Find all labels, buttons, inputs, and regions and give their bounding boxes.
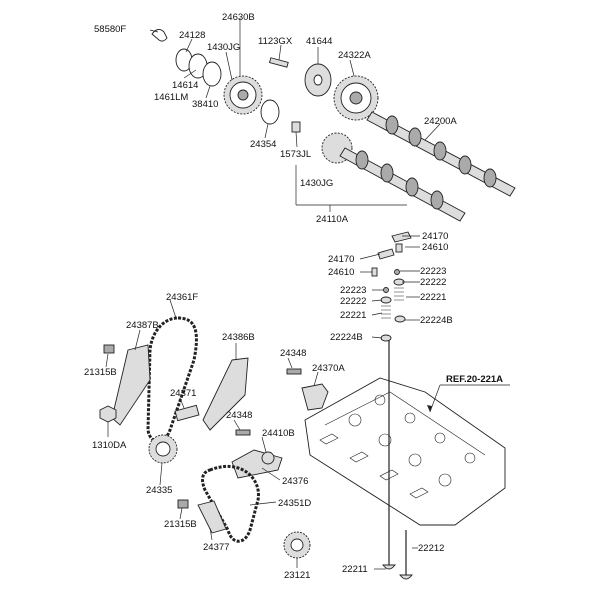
label-38410: 38410 <box>192 99 218 110</box>
label-22223: 22223 <box>420 266 446 277</box>
camshaft-24200a <box>366 111 516 197</box>
label-22221: 22221 <box>340 310 366 321</box>
camshaft-24110a <box>321 132 466 222</box>
label-22223: 22223 <box>340 285 366 296</box>
label-22221: 22221 <box>420 292 446 303</box>
guide-24377 <box>197 500 227 534</box>
sprocket-23121 <box>283 531 311 559</box>
sprocket-24335 <box>148 434 178 464</box>
label-24170: 24170 <box>328 254 354 265</box>
part-24410b <box>261 451 275 465</box>
label-22212: 22212 <box>418 543 444 554</box>
label-24371: 24371 <box>170 388 196 399</box>
label-22224b: 22224B <box>420 315 453 326</box>
label-24361f: 24361F <box>166 292 198 303</box>
plate-41644 <box>304 63 332 97</box>
cylinder-head <box>304 377 506 526</box>
label-24610: 24610 <box>328 267 354 278</box>
label-24610: 24610 <box>422 242 448 253</box>
bolt-21315b <box>177 499 189 509</box>
label-24200a: 24200A <box>424 116 457 127</box>
bolt-24348 <box>235 429 251 436</box>
label-24348: 24348 <box>226 410 252 421</box>
guide-24387b <box>111 344 151 426</box>
guide-24386b <box>202 357 249 431</box>
label-1310da: 1310DA <box>92 440 127 451</box>
sprocket-24322a <box>333 75 379 121</box>
label-21315b: 21315B <box>84 367 117 378</box>
clip-58580f <box>151 29 168 42</box>
label-21315b: 21315B <box>164 519 197 530</box>
bolt-24348 <box>286 368 302 375</box>
label-23121: 23121 <box>284 570 310 581</box>
label-1123gx: 1123GX <box>258 36 293 47</box>
label-24377: 24377 <box>203 542 229 553</box>
label-1461lm: 1461LM <box>154 92 188 103</box>
label-24370a: 24370A <box>312 363 345 374</box>
tensioner-24371 <box>174 404 200 422</box>
label-1430jg: 1430JG <box>207 42 240 53</box>
label-24110a: 24110A <box>316 214 349 225</box>
chain-24351d <box>201 464 260 543</box>
label-24170: 24170 <box>422 231 448 242</box>
label-24387b: 24387B <box>126 320 159 331</box>
label-24128: 24128 <box>179 30 205 41</box>
valves-22211-22212 <box>382 340 413 580</box>
nut-1310da <box>99 405 117 423</box>
label-14614: 14614 <box>172 80 198 91</box>
label-reference: REF.20-221A <box>446 374 503 385</box>
label-22222: 22222 <box>420 277 446 288</box>
chain-24361f <box>146 316 198 443</box>
label-22224b: 22224B <box>330 332 363 343</box>
label-1573jl: 1573JL <box>280 149 311 160</box>
label-24335: 24335 <box>146 485 172 496</box>
pin-1573jl <box>291 121 301 133</box>
label-24386b: 24386B <box>222 332 255 343</box>
label-24376: 24376 <box>282 476 308 487</box>
label-24322a: 24322A <box>338 50 371 61</box>
label-24630b: 24630B <box>222 12 255 23</box>
label-58580f: 58580F <box>94 24 126 35</box>
label-22211: 22211 <box>342 564 368 575</box>
label-24348: 24348 <box>280 348 306 359</box>
label-22222: 22222 <box>340 296 366 307</box>
label-24351d: 24351D <box>278 498 311 509</box>
tensioner-24370a <box>301 383 329 411</box>
ring-24354 <box>260 99 280 125</box>
ring-38410 <box>202 61 222 87</box>
valve-train <box>371 231 412 342</box>
label-24354: 24354 <box>250 139 276 150</box>
label-1430jg: 1430JG <box>300 178 333 189</box>
sprocket-24630b <box>223 75 263 115</box>
label-41644: 41644 <box>306 36 332 47</box>
bolt-21315b <box>103 344 115 354</box>
bolt-1123gx <box>268 57 289 68</box>
arm-24376 <box>231 449 283 479</box>
label-24410b: 24410B <box>262 428 295 439</box>
